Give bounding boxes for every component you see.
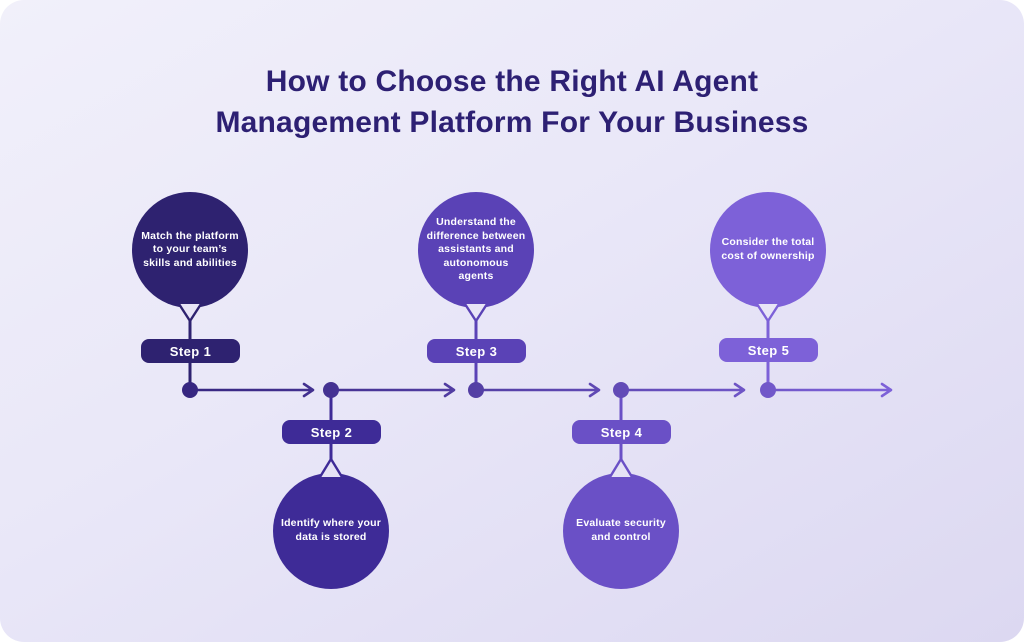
timeline-arrow-segment-1 bbox=[188, 382, 315, 398]
step-3-pointer-notch bbox=[463, 302, 489, 323]
timeline-dot-2 bbox=[323, 382, 339, 398]
step-1-circle: Match the platform to your team’s skills… bbox=[132, 192, 248, 308]
timeline-dot-3 bbox=[468, 382, 484, 398]
step-2-circle: Identify where your data is stored bbox=[273, 473, 389, 589]
step-2-description: Identify where your data is stored bbox=[280, 517, 382, 543]
step-1-pointer-notch bbox=[177, 302, 203, 323]
step-5-description: Consider the total cost of ownership bbox=[721, 236, 815, 262]
step-5-circle: Consider the total cost of ownership bbox=[710, 192, 826, 308]
timeline-arrow-segment-2 bbox=[329, 382, 456, 398]
step-4-pointer-notch bbox=[608, 457, 634, 479]
timeline-dots bbox=[182, 382, 776, 398]
step-1-description: Match the platform to your team’s skills… bbox=[141, 229, 239, 269]
step-3-description: Understand the difference between assist… bbox=[426, 215, 526, 283]
step-5-pointer-notch bbox=[755, 302, 781, 323]
step-4-label-pill: Step 4 bbox=[572, 420, 671, 444]
step-3-circle: Understand the difference between assist… bbox=[418, 192, 534, 308]
step-5-label-pill: Step 5 bbox=[719, 338, 818, 362]
step-2-label-pill: Step 2 bbox=[282, 420, 381, 444]
page-title: How to Choose the Right AI Agent Managem… bbox=[215, 65, 809, 139]
timeline-dot-1 bbox=[182, 382, 198, 398]
timeline-dot-5 bbox=[760, 382, 776, 398]
step-3-label-pill: Step 3 bbox=[427, 339, 526, 363]
timeline-arrow-segment-5 bbox=[766, 382, 893, 398]
step-2-pointer-notch bbox=[318, 457, 344, 479]
step-4-description: Evaluate security and control bbox=[576, 517, 666, 543]
step-1-label-pill: Step 1 bbox=[141, 339, 240, 363]
step-4-circle: Evaluate security and control bbox=[563, 473, 679, 589]
timeline-arrow-segment-4 bbox=[619, 382, 746, 398]
timeline bbox=[188, 382, 893, 398]
timeline-arrow-segment-3 bbox=[474, 382, 601, 398]
timeline-dot-4 bbox=[613, 382, 629, 398]
